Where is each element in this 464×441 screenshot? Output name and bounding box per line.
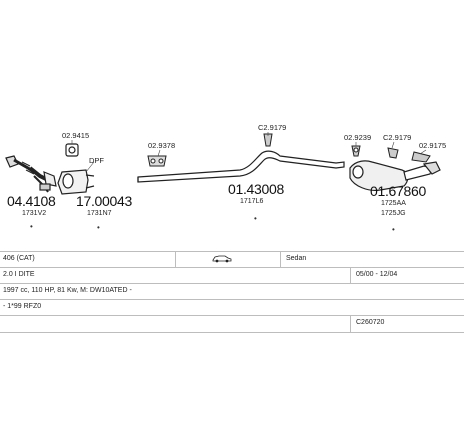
exhaust-drawing	[5, 132, 441, 195]
middle-pipe-part	[137, 150, 345, 183]
part-ref-dpf: 1731N7	[87, 210, 112, 217]
catalog-code: C260720	[356, 319, 385, 326]
exhaust-system-diagram: 04.4108 1731V2 17.00043 1731N7 DPF 01.43…	[5, 123, 447, 234]
code-hanger-4: 02.9175	[419, 141, 447, 150]
part-number-dpf: 17.00043	[76, 193, 132, 209]
part-number-middle-pipe: 01.43008	[228, 181, 284, 197]
code-hanger-2: 02.9239	[344, 133, 372, 142]
vehicle-model: 406 (CAT)	[3, 255, 35, 262]
code-hanger-1: C2.9179	[258, 123, 287, 132]
dpf-label: DPF	[89, 156, 104, 165]
table-row: - 1*99 RFZ0	[0, 299, 464, 316]
part-ref-middle-pipe: 1717L6	[240, 198, 264, 205]
table-row: 2.0 I DITE 05/00 - 12/04	[0, 267, 464, 284]
part-ref-rear-silencer-1: 1725AA	[381, 200, 406, 207]
marker-dot: •	[30, 222, 33, 231]
marker-dot: •	[254, 214, 257, 223]
front-pipe-part	[5, 155, 57, 193]
rear-silencer-part	[349, 160, 441, 191]
part-ref-front-pipe: 1731V2	[22, 210, 47, 217]
vehicle-extra: - 1*99 RFZ0	[3, 303, 42, 310]
vehicle-engine: 2.0 I DITE	[3, 271, 35, 278]
marker-dot: •	[392, 225, 395, 234]
code-hanger-3: C2.9179	[383, 133, 412, 142]
code-clamp-2: 02.9378	[148, 141, 176, 150]
part-number-front-pipe: 04.4108	[7, 193, 56, 209]
hanger-parts	[263, 133, 431, 163]
table-row: 1997 cc, 110 HP, 81 Kw, M: DW10ATED -	[0, 283, 464, 300]
vehicle-details: 1997 cc, 110 HP, 81 Kw, M: DW10ATED -	[3, 287, 132, 294]
code-clamp-1: 02.9415	[62, 131, 90, 140]
marker-dot: •	[97, 223, 100, 232]
table-row: 406 (CAT) Sedan	[0, 251, 464, 268]
part-number-rear-silencer: 01.67860	[370, 183, 426, 199]
clamp-02-9415	[65, 143, 79, 157]
leader-lines	[71, 132, 427, 173]
table-row: C260720	[0, 315, 464, 333]
vehicle-years: 05/00 - 12/04	[356, 271, 398, 278]
part-ref-rear-silencer-2: 1725JG	[381, 210, 406, 217]
dpf-part	[57, 169, 95, 195]
vehicle-body: Sedan	[286, 255, 307, 262]
clamp-02-9378	[147, 155, 167, 167]
car-icon	[212, 254, 232, 265]
